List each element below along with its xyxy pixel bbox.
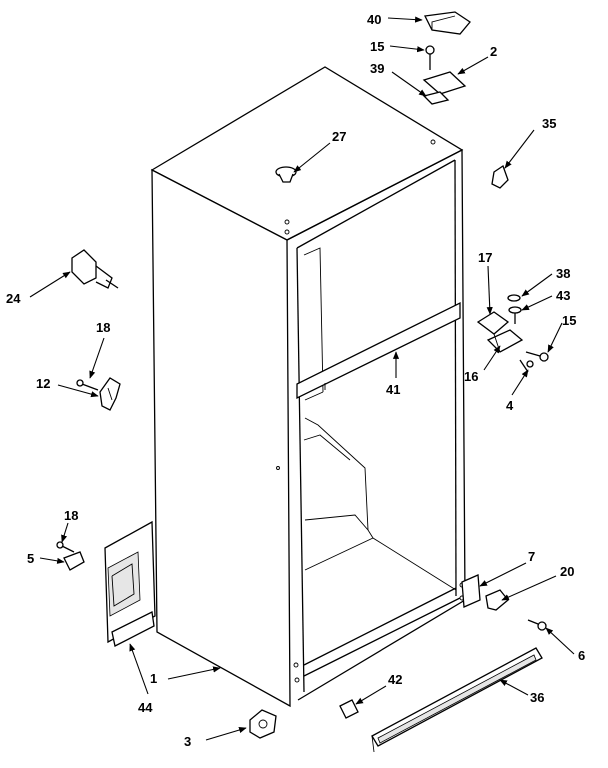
- callout-18-upper: 18: [96, 320, 110, 335]
- callout-12: 12: [36, 376, 50, 391]
- part-35-door-stop: [491, 164, 509, 189]
- callout-2: 2: [490, 44, 497, 59]
- part-42-cap: [339, 699, 359, 719]
- leader-lines: [29, 16, 575, 741]
- callout-4: 4: [506, 398, 514, 413]
- part-12-bracket: [99, 377, 121, 411]
- callout-20: 20: [560, 564, 574, 579]
- part-5-clip: [63, 551, 85, 571]
- part-15-screw-top: [425, 45, 435, 70]
- callout-36: 36: [530, 690, 544, 705]
- part-18-screw-lower: [56, 541, 75, 553]
- part-4-screw: [519, 359, 534, 373]
- part-6-screw: [527, 619, 547, 631]
- callout-6: 6: [578, 648, 585, 663]
- callout-18-lower: 18: [64, 508, 78, 523]
- part-15-screw-mid: [525, 351, 549, 362]
- part-24-leveling-leg: [71, 249, 119, 289]
- callout-3: 3: [184, 734, 191, 749]
- callout-17: 17: [478, 250, 492, 265]
- part-43-washer: [508, 306, 522, 324]
- cabinet-assembly: [150, 66, 466, 708]
- callout-39: 39: [370, 61, 384, 76]
- part-20-lower-hinge: [485, 589, 509, 611]
- callout-43: 43: [556, 288, 570, 303]
- callout-41: 41: [386, 382, 400, 397]
- callout-40: 40: [367, 12, 381, 27]
- callout-15-top: 15: [370, 39, 384, 54]
- callout-38: 38: [556, 266, 570, 281]
- callout-1: 1: [150, 671, 157, 686]
- callout-24: 24: [6, 291, 21, 306]
- callout-16: 16: [464, 369, 478, 384]
- part-27-plug-button: [275, 166, 297, 183]
- callout-35: 35: [542, 116, 556, 131]
- part-7-lower-hinge-bracket: [461, 574, 481, 608]
- callout-27: 27: [332, 129, 346, 144]
- callout-5: 5: [27, 551, 34, 566]
- callout-15-mid: 15: [562, 313, 576, 328]
- callout-44: 44: [138, 700, 153, 715]
- part-3-roller: [249, 709, 277, 739]
- part-39-hinge-shim: [422, 91, 450, 105]
- callout-7: 7: [528, 549, 535, 564]
- callout-labels: 40 15 2 39 35 27 24 18 12 17 38 43 15 16…: [6, 12, 585, 749]
- callout-42: 42: [388, 672, 402, 687]
- part-40-hinge-cover: [424, 11, 471, 35]
- part-44-side-panel: [104, 520, 156, 647]
- part-36-toe-grille: [371, 647, 543, 753]
- part-18-screw-upper: [76, 379, 99, 391]
- part-38-cap: [507, 294, 521, 302]
